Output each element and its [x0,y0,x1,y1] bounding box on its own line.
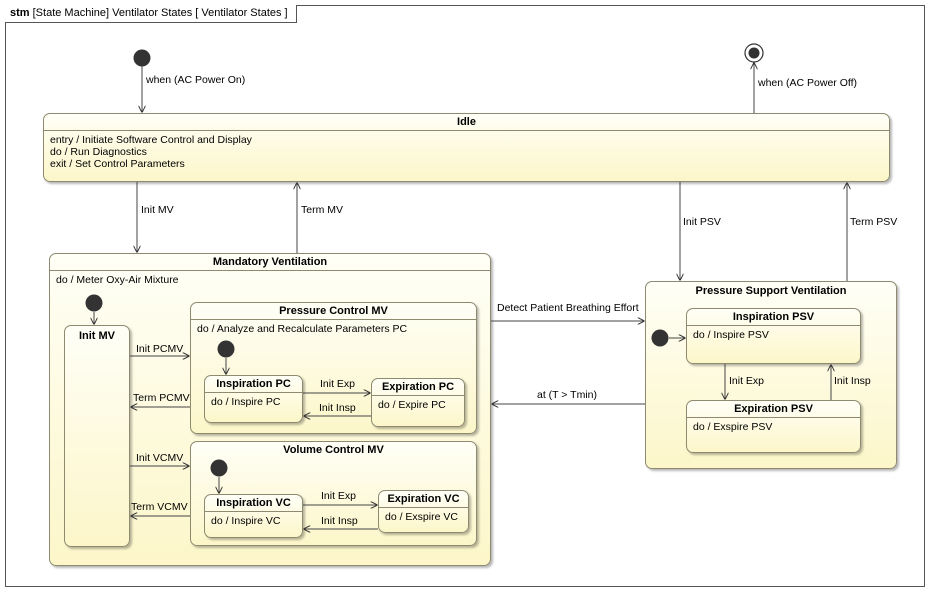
state-title: Volume Control MV [283,444,384,456]
do-activity: do / Expire PC [378,399,446,411]
do-activity: do / Inspire PC [211,396,281,408]
label-init-vcmv: Init VCMV [136,452,184,464]
do-activity: do / Exspire VC [385,511,458,523]
label-ac-power-off: when (AC Power Off) [758,77,858,89]
frame-header: stm [State Machine] Ventilator States [ … [5,5,297,23]
state-expiration-pc[interactable]: Expiration PC do / Expire PC [371,378,465,427]
label-ac-power-on: when (AC Power On) [146,74,246,86]
frame-kind: stm [10,7,30,19]
label-init-psv: Init PSV [683,216,721,228]
label-psv-init-insp: Init Insp [834,375,871,387]
do-activity: do / Meter Oxy-Air Mixture [56,274,179,286]
label-term-mv: Term MV [301,204,343,216]
state-activities: do / Expire PC [372,395,464,411]
diagram-frame [5,5,925,587]
label-init-mv: Init MV [141,204,174,216]
label-pc-init-insp: Init Insp [319,402,356,414]
label-term-psv: Term PSV [850,216,898,228]
state-inspiration-psv[interactable]: Inspiration PSV do / Inspire PSV [686,308,861,364]
label-vc-init-insp: Init Insp [321,515,358,527]
label-term-pcmv: Term PCMV [133,392,190,404]
initial-pseudostate-top [133,49,151,67]
state-inspiration-vc[interactable]: Inspiration VC do / Inspire VC [204,494,303,538]
state-activities: do / Exspire PSV [687,417,860,433]
state-activities: do / Inspire VC [205,511,302,527]
state-title: Inspiration PSV [732,311,815,323]
do-activity: do / Analyze and Recalculate Parameters … [197,323,408,335]
state-idle[interactable]: Idle entry / Initiate Software Control a… [43,113,890,182]
label-init-pcmv: Init PCMV [136,343,184,355]
entry-activity: entry / Initiate Software Control and Di… [50,134,252,146]
state-activities: entry / Initiate Software Control and Di… [44,130,889,170]
label-at-tmin: at (T > Tmin) [537,389,598,401]
label-detect-effort: Detect Patient Breathing Effort [497,302,639,314]
state-activities: do / Meter Oxy-Air Mixture [50,270,490,286]
state-init-mv[interactable]: Init MV [64,325,130,547]
state-title: Expiration PSV [734,403,813,415]
state-title: Pressure Support Ventilation [695,285,847,297]
state-activities: do / Inspire PC [205,392,302,408]
do-activity: do / Run Diagnostics [50,146,147,158]
state-title: Expiration PC [381,381,455,393]
label-term-vcmv: Term VCMV [131,501,188,513]
state-title: Inspiration PC [216,378,291,390]
label-vc-init-exp: Init Exp [321,490,357,502]
final-state-core [748,47,760,59]
initial-pseudostate-pc [217,340,235,358]
do-activity: do / Inspire PSV [693,329,769,341]
state-activities: do / Exspire VC [379,507,468,523]
state-expiration-vc[interactable]: Expiration VC do / Exspire VC [378,490,469,533]
exit-activity: exit / Set Control Parameters [50,158,185,170]
state-title: Init MV [78,330,116,342]
state-expiration-psv[interactable]: Expiration PSV do / Exspire PSV [686,400,861,453]
state-title: Idle [457,116,476,128]
label-pc-init-exp: Init Exp [320,378,356,390]
do-activity: do / Exspire PSV [693,421,773,433]
state-title: Pressure Control MV [279,305,388,317]
initial-pseudostate-vc [210,459,228,477]
do-activity: do / Inspire VC [211,515,281,527]
initial-pseudostate-init-mv [85,294,103,312]
state-title: Mandatory Ventilation [212,256,328,268]
state-title: Expiration VC [387,493,460,505]
state-activities: do / Analyze and Recalculate Parameters … [191,319,476,335]
label-psv-init-exp: Init Exp [729,375,765,387]
state-title: Inspiration VC [216,497,291,509]
state-activities: do / Inspire PSV [687,325,860,341]
state-inspiration-pc[interactable]: Inspiration PC do / Inspire PC [204,375,303,423]
frame-title: [State Machine] Ventilator States [ Vent… [32,7,288,19]
initial-pseudostate-psv [651,329,669,347]
